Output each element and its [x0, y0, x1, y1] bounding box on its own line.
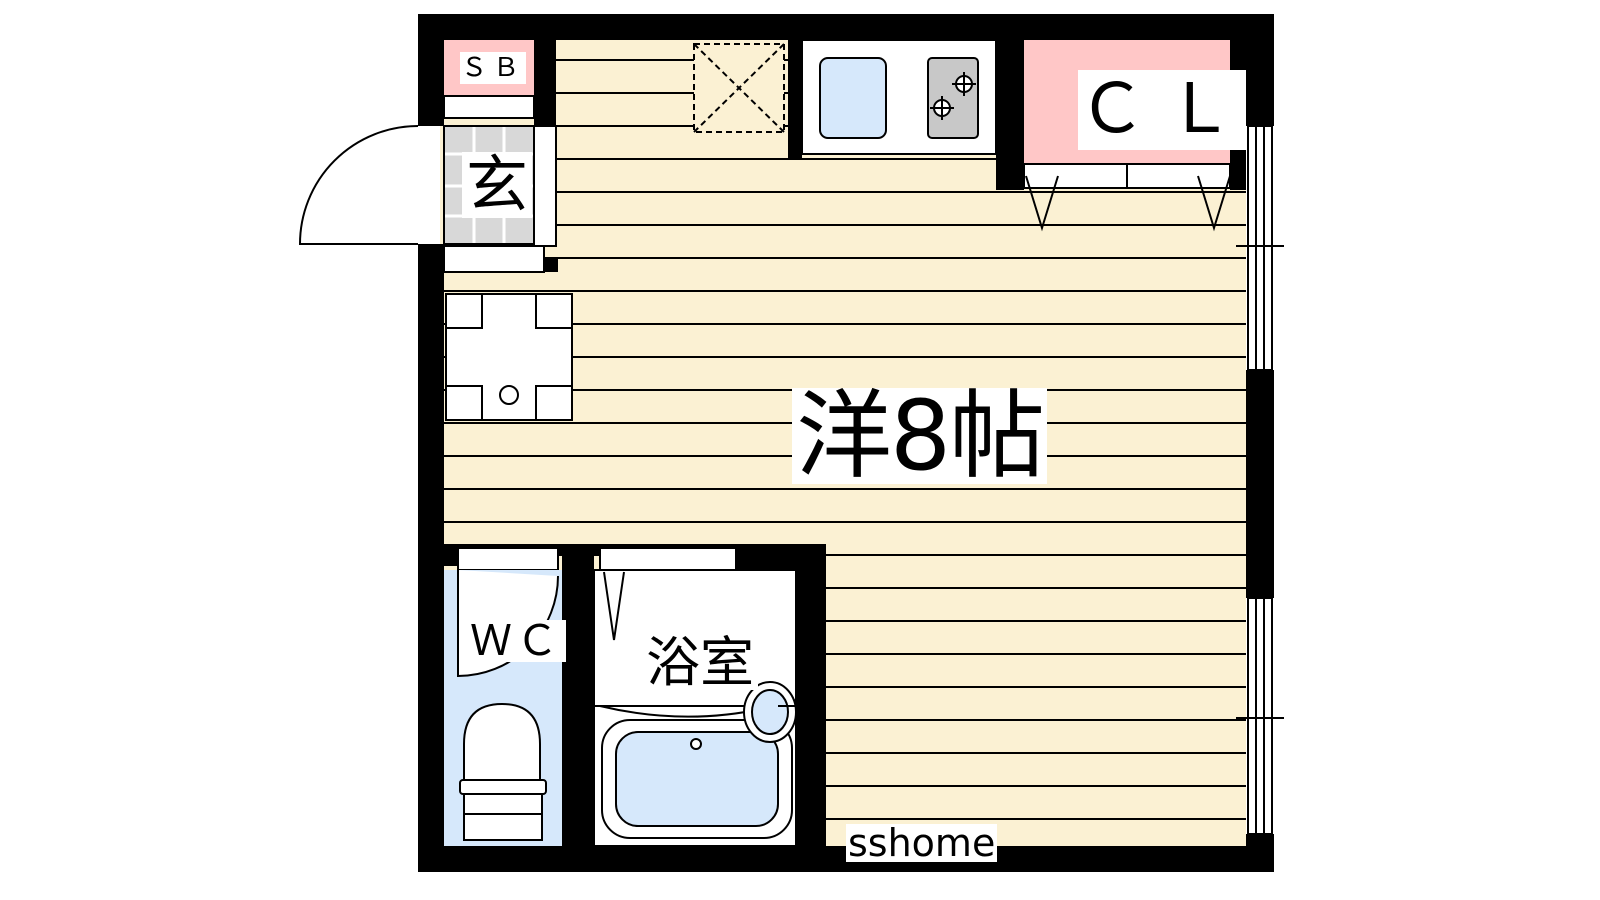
bathroom-label: 浴室 — [642, 636, 758, 690]
interior-doors — [457, 547, 737, 571]
entrance-label: 玄 — [462, 152, 533, 218]
bathtub-icon — [601, 719, 793, 839]
sink-icon — [819, 57, 887, 139]
stove-icon — [927, 57, 979, 139]
window-icon — [1236, 125, 1284, 835]
toilet-label: ＷＣ — [466, 620, 567, 662]
watermark: sshome — [846, 821, 998, 865]
toilet-icon — [459, 702, 547, 841]
door-swing-icon — [298, 125, 419, 245]
refrigerator-space-icon — [693, 43, 785, 133]
exterior-walls — [418, 14, 1274, 872]
closet-doors — [1023, 163, 1231, 232]
closet-label: ＣＬ — [1078, 70, 1255, 150]
shoe-box-label: ＳＢ — [460, 52, 526, 84]
kitchen-wall — [788, 40, 802, 158]
room-label: 洋8帖 — [792, 388, 1048, 484]
bath-door — [603, 571, 625, 641]
closet-wall — [996, 40, 1024, 190]
table-icon — [445, 293, 573, 421]
washbasin-icon — [743, 681, 797, 743]
